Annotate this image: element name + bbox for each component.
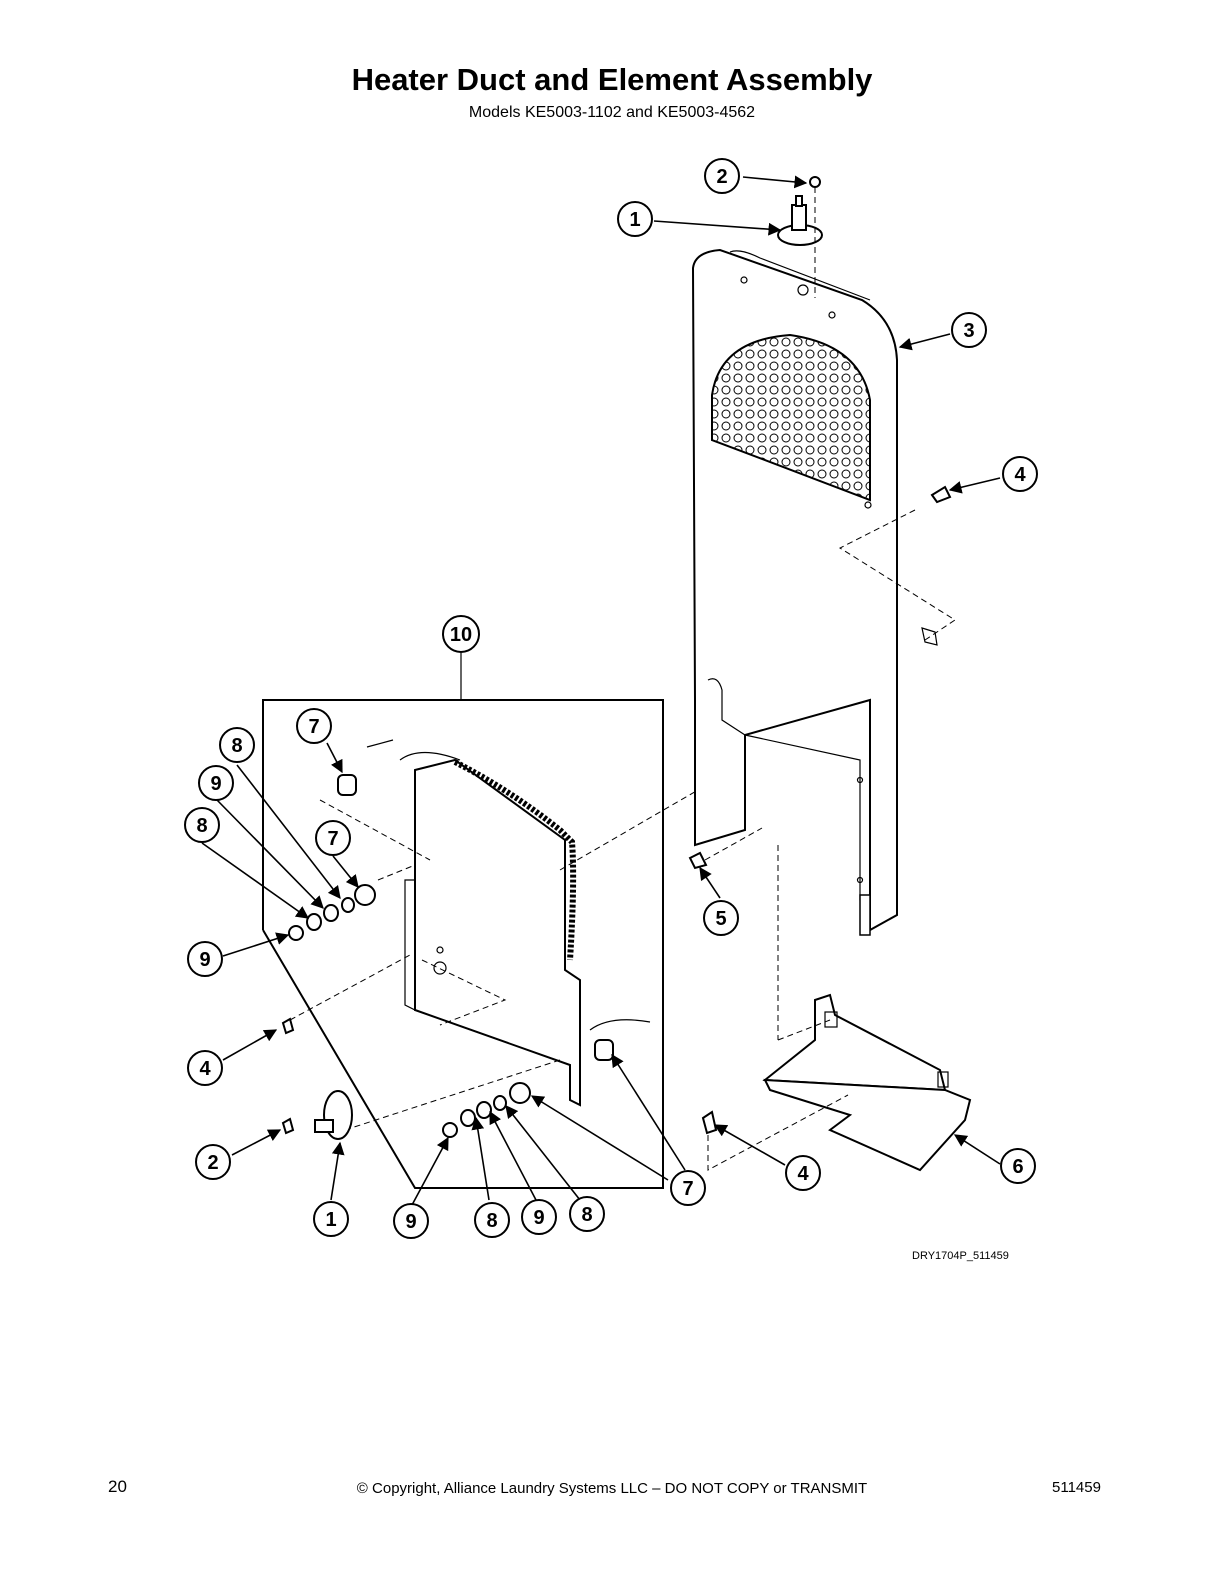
callout-8-mid: 8	[184, 807, 220, 843]
callout-1-bottom: 1	[313, 1201, 349, 1237]
callout-9-left: 9	[187, 941, 223, 977]
top-screw	[809, 176, 821, 298]
heater-duct	[691, 248, 898, 936]
svg-text:9: 9	[210, 773, 221, 795]
svg-text:6: 6	[1012, 1156, 1023, 1178]
callout-9-bottom-b: 9	[521, 1199, 557, 1235]
duct-screw-bottom	[688, 827, 763, 870]
svg-text:7: 7	[682, 1178, 693, 1200]
svg-text:8: 8	[486, 1210, 497, 1232]
callout-8-upper: 8	[219, 727, 255, 763]
terminal-hardware-top	[288, 739, 394, 941]
callout-9-bottom-a: 9	[393, 1203, 429, 1239]
svg-text:5: 5	[715, 908, 726, 930]
callout-9-upper: 9	[198, 765, 234, 801]
svg-text:1: 1	[325, 1209, 336, 1231]
copyright-notice: © Copyright, Alliance Laundry Systems LL…	[356, 1480, 868, 1497]
terminal-hardware-bottom	[442, 1039, 614, 1138]
callout-8-bottom-b: 8	[569, 1196, 605, 1232]
svg-text:8: 8	[581, 1204, 592, 1226]
page-number: 20	[108, 1477, 127, 1496]
svg-text:3: 3	[963, 320, 974, 342]
callout-8-bottom-a: 8	[474, 1202, 510, 1238]
svg-text:7: 7	[308, 716, 319, 738]
svg-text:1: 1	[629, 209, 640, 231]
drawing-code: DRY1704P_511459	[912, 1250, 1009, 1262]
svg-text:9: 9	[199, 949, 210, 971]
callout-2-bottom: 2	[195, 1144, 231, 1180]
alignment-lines	[289, 789, 699, 1131]
leader-lines	[201, 175, 1001, 1206]
callout-3: 3	[951, 312, 987, 348]
duct-screw-right	[838, 485, 956, 646]
svg-text:4: 4	[797, 1163, 809, 1185]
svg-text:9: 9	[405, 1211, 416, 1233]
callout-1-top: 1	[617, 201, 653, 237]
page-title: Heater Duct and Element Assembly	[351, 62, 873, 97]
callout-7-mid: 7	[315, 820, 351, 856]
callout-4-left: 4	[187, 1050, 223, 1086]
callout-7-bottom: 7	[670, 1170, 706, 1206]
top-thermostat	[777, 195, 823, 246]
element-assembly-box	[262, 653, 664, 1189]
callout-7-upper: 7	[296, 708, 332, 744]
lower-thermostat	[281, 1017, 353, 1140]
svg-text:9: 9	[533, 1207, 544, 1229]
svg-text:4: 4	[199, 1058, 211, 1080]
svg-text:8: 8	[231, 735, 242, 757]
callout-5: 5	[703, 900, 739, 936]
svg-text:4: 4	[1014, 464, 1026, 486]
callout-4-bottom: 4	[785, 1155, 821, 1191]
svg-text:8: 8	[196, 815, 207, 837]
svg-text:10: 10	[450, 624, 472, 646]
callout-10: 10	[442, 615, 480, 653]
callout-6: 6	[1000, 1148, 1036, 1184]
document-number: 511459	[1052, 1479, 1101, 1496]
svg-text:2: 2	[716, 166, 727, 188]
callout-4-right: 4	[1002, 456, 1038, 492]
svg-text:2: 2	[207, 1152, 218, 1174]
svg-text:7: 7	[327, 828, 338, 850]
callout-2-top: 2	[704, 158, 740, 194]
bracket	[762, 845, 972, 1172]
page-subtitle: Models KE5003-1102 and KE5003-4562	[468, 104, 756, 121]
